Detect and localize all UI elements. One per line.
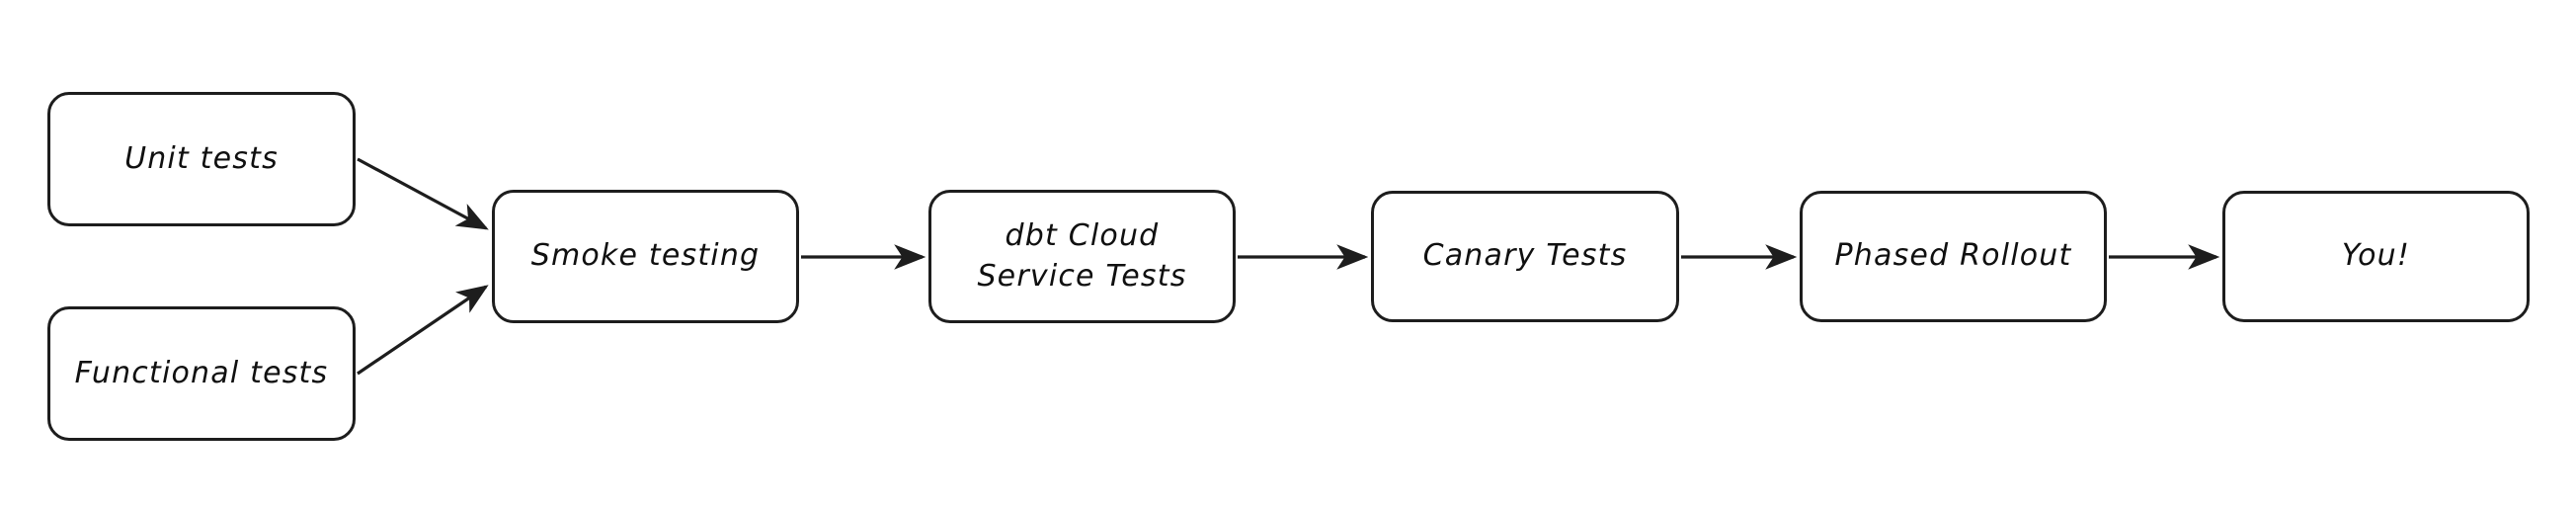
node-unit-tests[interactable]: Unit tests xyxy=(47,92,356,226)
node-label-smoke-testing: Smoke testing xyxy=(530,238,761,274)
node-label-phased-rollout: Phased Rollout xyxy=(1834,238,2072,274)
node-label-you: You! xyxy=(2341,238,2411,274)
node-functional-tests[interactable]: Functional tests xyxy=(47,306,356,441)
node-label-functional-tests: Functional tests xyxy=(74,355,329,390)
edge-unit-to-smoke xyxy=(357,157,489,230)
node-dbt-cloud-service-tests[interactable]: dbt Cloud Service Tests xyxy=(928,190,1236,323)
node-label-canary-tests: Canary Tests xyxy=(1422,238,1628,274)
node-smoke-testing[interactable]: Smoke testing xyxy=(492,190,799,323)
node-label-dbt-cloud-service-tests: dbt Cloud Service Tests xyxy=(977,218,1187,294)
edge-functional-to-smoke xyxy=(357,285,489,376)
node-canary-tests[interactable]: Canary Tests xyxy=(1371,191,1679,322)
node-phased-rollout[interactable]: Phased Rollout xyxy=(1800,191,2107,322)
node-label-unit-tests: Unit tests xyxy=(124,140,279,176)
node-you[interactable]: You! xyxy=(2222,191,2530,322)
